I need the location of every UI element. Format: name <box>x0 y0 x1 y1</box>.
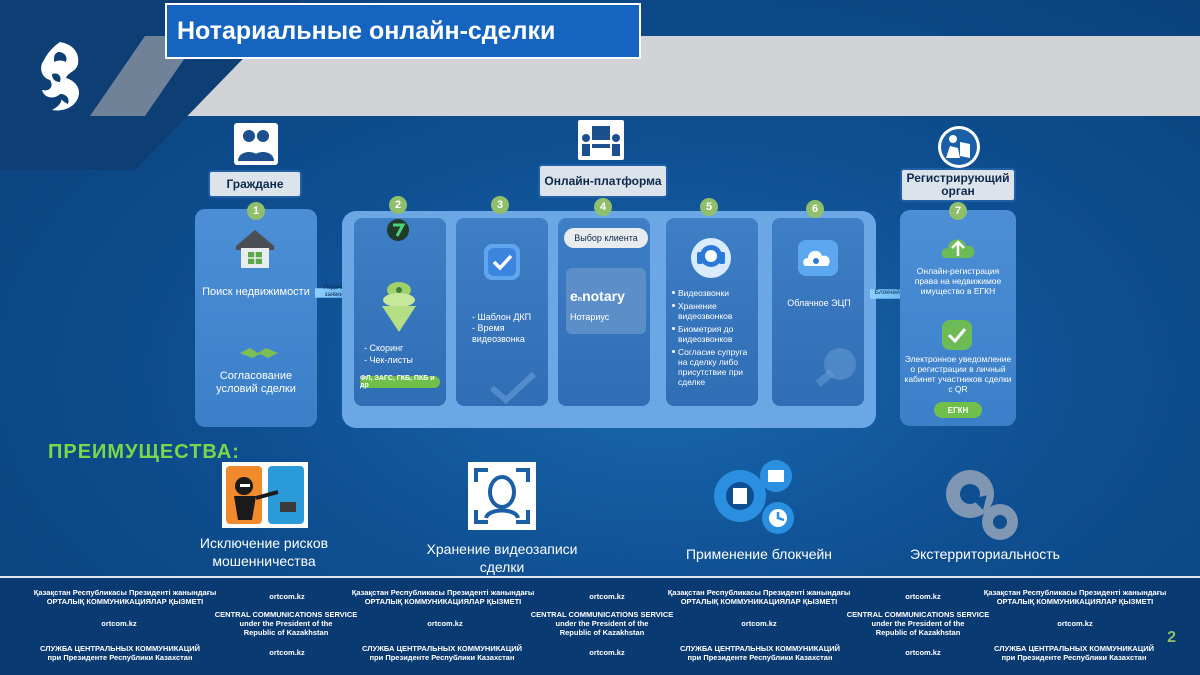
footer-site-5[interactable]: ortcom.kz <box>427 619 463 628</box>
bullet-icon <box>672 327 675 330</box>
key-watermark-icon <box>815 348 856 387</box>
house-icon <box>236 230 274 268</box>
registrar-icon <box>938 126 980 168</box>
step7-registration: Онлайн-регистрация права на недвижимое и… <box>914 266 1002 296</box>
step7-notice: Электронное уведомление о регистрации в … <box>904 354 1012 394</box>
bullet-icon <box>672 350 675 353</box>
cloud-key-icon <box>798 240 838 276</box>
advantage-fraud: Исключение рисков мошенничества <box>199 535 329 569</box>
choose-client-button[interactable]: Выбор клиента <box>564 228 648 248</box>
step1-agree: Согласование условий сделки <box>216 370 296 395</box>
people-icon <box>234 123 278 165</box>
enotary-tile: ennotary Нотариус <box>566 268 646 334</box>
step-number-3: 3 <box>491 196 509 214</box>
footer-kz-4: Қазақстан Республикасы Президенті жанынд… <box>983 588 1167 606</box>
footer-site-8[interactable]: ortcom.kz <box>269 648 305 657</box>
footer-site-1[interactable]: ortcom.kz <box>269 592 305 601</box>
advantage-video-storage: Хранение видеозаписи сделки <box>426 541 578 575</box>
step2-sources-pill: ФЛ, ЗАГС, ГКБ, ПКБ и др <box>360 375 440 389</box>
check-watermark-icon <box>490 371 537 404</box>
step6-label: Облачное ЭЦП <box>787 298 851 308</box>
face-scan-icon <box>468 462 536 530</box>
bullet-icon <box>672 304 675 307</box>
territory-gears-icon <box>946 470 1018 540</box>
step-number-1: 1 <box>247 202 265 220</box>
bullet-icon <box>672 291 675 294</box>
footer-site-4[interactable]: ortcom.kz <box>101 619 137 628</box>
enotary-logo: ennotary <box>570 288 625 304</box>
snow-leopard-logo <box>41 42 80 111</box>
scoring-coins-icon <box>382 282 416 332</box>
page-title: Нотариальные онлайн-сделки <box>177 16 556 45</box>
step3-items: - Шаблон ДКП - Время видеозвонка <box>472 312 532 344</box>
footer-kz-2: Қазақстан Республикасы Президенті жанынд… <box>351 588 535 606</box>
step-number-2: 2 <box>389 196 407 214</box>
step-number-5: 5 <box>700 198 718 216</box>
handshake-icon <box>240 348 278 358</box>
step5-list: Видеозвонки Хранение видеозвонков Биомет… <box>672 288 756 387</box>
stage-citizens: Граждане <box>208 170 302 198</box>
arrow-submit-label: Подача заявки <box>323 285 345 298</box>
footer-kz-3: Қазақстан Республикасы Президенті жанынд… <box>667 588 851 606</box>
footer-site-10[interactable]: ortcom.kz <box>905 648 941 657</box>
brand-7-icon <box>387 219 409 241</box>
step2-items: - Скоринг - Чек-листы <box>364 343 413 365</box>
blockchain-gears-icon <box>714 460 794 534</box>
footer-site-9[interactable]: ortcom.kz <box>589 648 625 657</box>
page-title-box: Нотариальные онлайн-сделки <box>165 3 641 59</box>
fraud-phone-icon <box>222 462 308 528</box>
confirm-check-icon <box>942 320 972 350</box>
step-number-6: 6 <box>806 200 824 218</box>
advantage-blockchain: Применение блокчейн <box>685 546 833 562</box>
stage-platform: Онлайн-платформа <box>538 164 668 198</box>
headset-icon <box>691 238 731 278</box>
step1-search: Поиск недвижимости <box>202 286 310 298</box>
footer-site-3[interactable]: ortcom.kz <box>905 592 941 601</box>
step5-item: Биометрия до видеозвонков <box>672 324 756 344</box>
step5-item: Видеозвонки <box>672 288 756 298</box>
arrow-blockchain-label: Блокчейн <box>874 289 904 296</box>
stage-registrar: Регистрирующий орган <box>900 168 1016 202</box>
footer: Қазақстан Республикасы Президенті жанынд… <box>0 576 1200 675</box>
meeting-icon <box>578 120 624 160</box>
egkn-pill: ЕГКН <box>934 402 982 418</box>
footer-site-6[interactable]: ortcom.kz <box>741 619 777 628</box>
notary-role: Нотариус <box>570 312 610 322</box>
footer-site-2[interactable]: ortcom.kz <box>589 592 625 601</box>
step5-item: Согласие супруга на сделку либо присутст… <box>672 347 756 387</box>
footer-kz-1: Қазақстан Республикасы Президенті жанынд… <box>33 588 217 606</box>
step-number-7: 7 <box>949 202 967 220</box>
checkbox-icon <box>484 244 520 280</box>
cloud-upload-icon <box>941 239 975 258</box>
step-number-4: 4 <box>594 198 612 216</box>
advantages-title: ПРЕИМУЩЕСТВА: <box>48 441 240 463</box>
advantage-extraterritoriality: Экстерриториальность <box>910 546 1060 562</box>
page-number: 2 <box>1167 629 1176 646</box>
footer-site-7[interactable]: ortcom.kz <box>1057 619 1093 628</box>
step5-item: Хранение видеозвонков <box>672 301 756 321</box>
